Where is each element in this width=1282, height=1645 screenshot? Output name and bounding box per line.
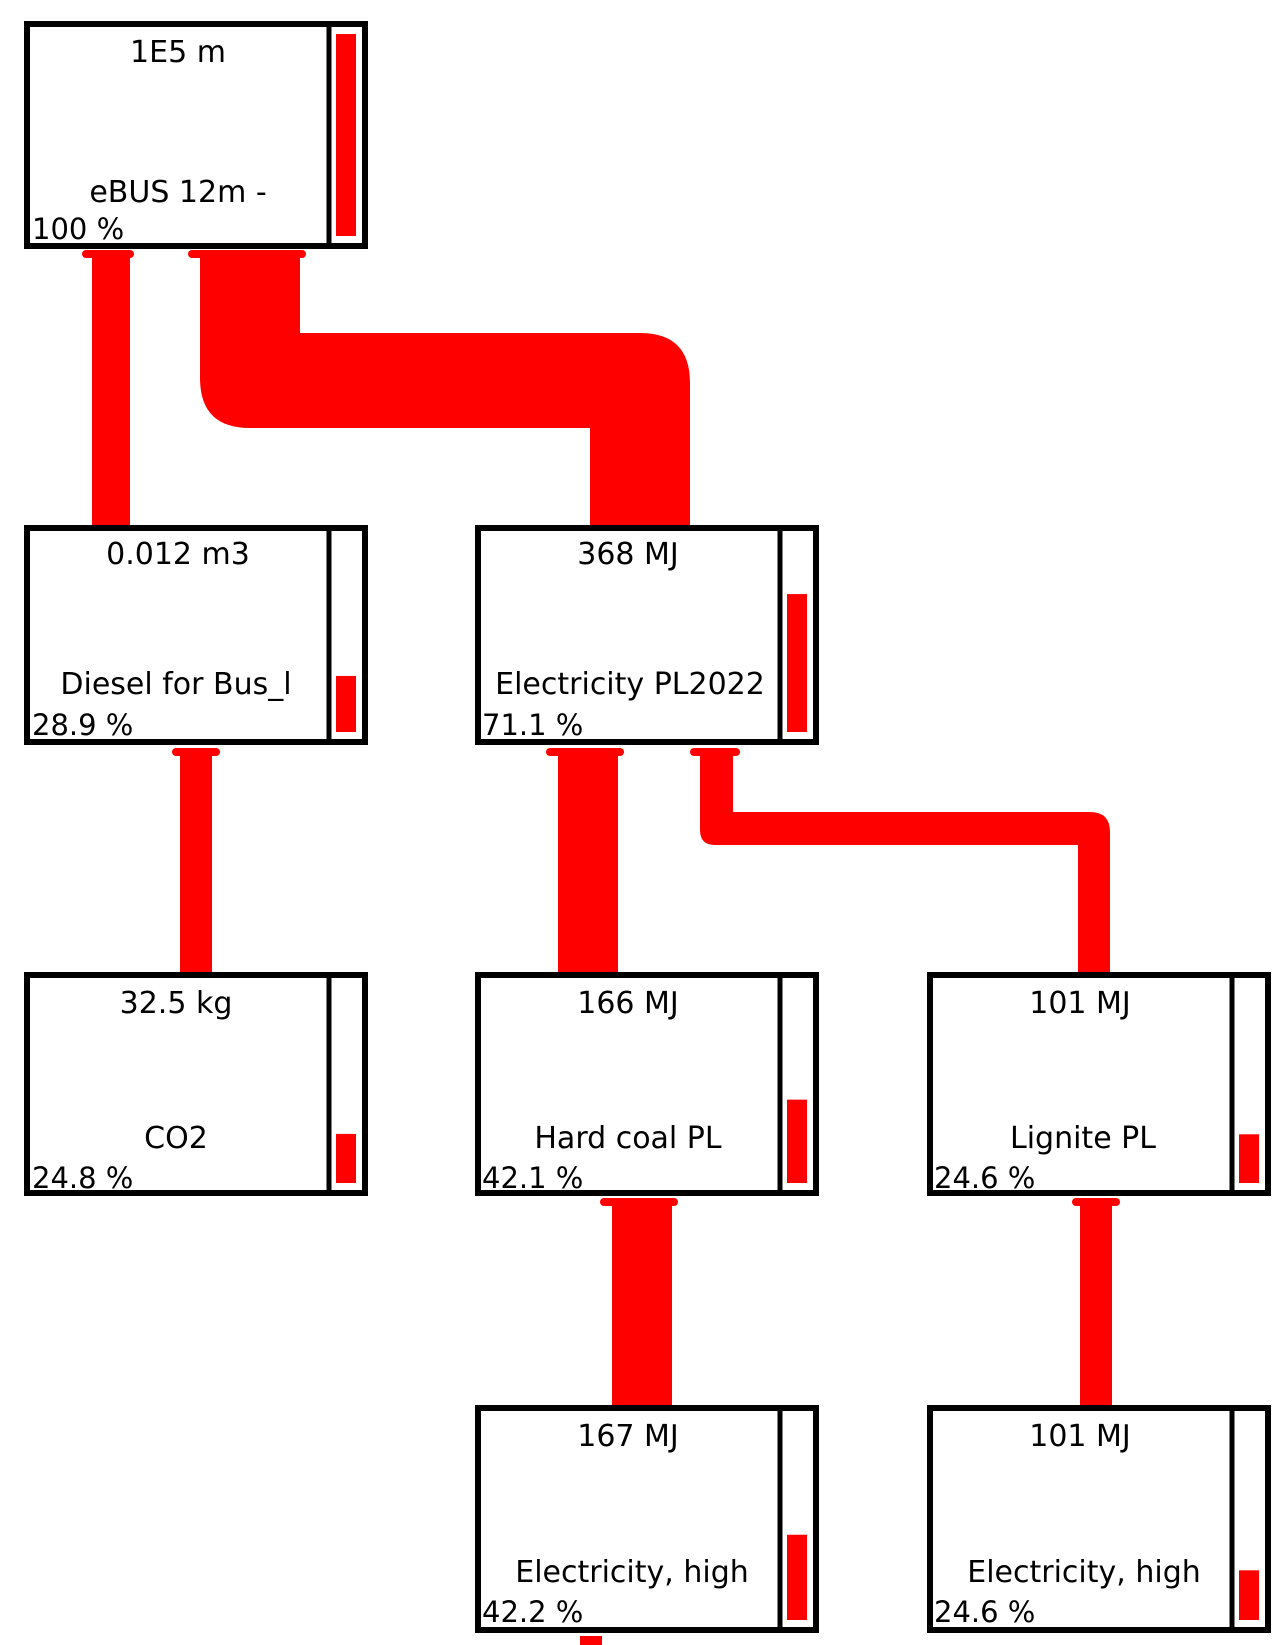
node-amount: 0.012 m3 (106, 537, 250, 572)
node-name: Diesel for Bus_l (60, 667, 291, 702)
node-box (475, 972, 819, 1196)
flow-lignite-to-electricity-cap (690, 748, 740, 756)
flow-lignite-to-electricity (700, 752, 1110, 975)
node-lignite[interactable]: 101 MJ Lignite PL 24.6 % (927, 972, 1271, 1196)
node-name: Hard coal PL (534, 1121, 722, 1156)
node-ebus[interactable]: 1E5 m eBUS 12m - 100 % (24, 21, 368, 249)
node-name: Electricity, high (515, 1555, 749, 1590)
flow-hardcoal-to-electricity-cap (546, 748, 624, 756)
node-amount: 32.5 kg (120, 986, 233, 1021)
share-bar (1239, 1570, 1259, 1620)
nodes: 1E5 m eBUS 12m - 100 % 0.012 m3 Diesel f… (24, 21, 1271, 1633)
share-bar (1239, 1134, 1259, 1183)
node-co2[interactable]: 32.5 kg CO2 24.8 % (24, 972, 368, 1196)
node-electricity-high-2[interactable]: 101 MJ Electricity, high 24.6 % (927, 1405, 1271, 1633)
node-box (24, 21, 368, 249)
node-box (927, 1405, 1271, 1633)
node-box (475, 1405, 819, 1633)
node-amount: 166 MJ (577, 986, 679, 1021)
node-percent: 100 % (32, 212, 124, 246)
flow-below-elec-high-1 (580, 1636, 602, 1645)
share-bar (336, 34, 356, 236)
node-amount: 167 MJ (577, 1419, 679, 1454)
node-percent: 71.1 % (482, 708, 583, 742)
share-bar (787, 594, 807, 732)
node-percent: 42.1 % (482, 1161, 583, 1195)
node-box (927, 972, 1271, 1196)
node-hard-coal[interactable]: 166 MJ Hard coal PL 42.1 % (475, 972, 819, 1196)
node-percent: 24.6 % (934, 1595, 1035, 1629)
flow-diesel-to-ebus (92, 252, 130, 528)
flow-diesel-to-ebus-cap (82, 250, 134, 258)
flow-hardcoal-to-electricity (558, 750, 618, 975)
flow-co2-to-diesel-cap (172, 748, 220, 756)
node-electricity-pl2022[interactable]: 368 MJ Electricity PL2022 71.1 % (475, 525, 819, 745)
flow-elec-high-1-to-hardcoal (612, 1200, 672, 1408)
node-box (475, 525, 819, 745)
node-percent: 24.8 % (32, 1161, 133, 1195)
node-amount: 368 MJ (577, 537, 679, 572)
flows (82, 250, 1120, 1645)
node-amount: 1E5 m (130, 35, 226, 70)
flow-elec-high-1-to-hardcoal-cap (600, 1198, 678, 1206)
node-name: CO2 (144, 1121, 208, 1156)
node-name: eBUS 12m - (89, 175, 266, 210)
node-name: Electricity PL2022 (495, 667, 765, 702)
node-amount: 101 MJ (1029, 986, 1131, 1021)
share-bar (787, 1099, 807, 1183)
flow-elec-high-2-to-lignite (1080, 1200, 1112, 1408)
share-bar (336, 1133, 356, 1183)
share-bar (787, 1534, 807, 1620)
node-electricity-high-1[interactable]: 167 MJ Electricity, high 42.2 % (475, 1405, 819, 1633)
node-amount: 101 MJ (1029, 1419, 1131, 1454)
share-bar (336, 675, 356, 732)
node-percent: 42.2 % (482, 1595, 583, 1629)
node-percent: 24.6 % (934, 1161, 1035, 1195)
flow-electricity-to-ebus-cap (188, 250, 306, 258)
node-name: Electricity, high (967, 1555, 1201, 1590)
node-box (24, 972, 368, 1196)
node-box (24, 525, 368, 745)
node-diesel[interactable]: 0.012 m3 Diesel for Bus_l 28.9 % (24, 525, 368, 745)
node-name: Lignite PL (1010, 1121, 1156, 1156)
node-percent: 28.9 % (32, 708, 133, 742)
flow-electricity-to-ebus (200, 252, 690, 528)
flow-co2-to-diesel (180, 750, 212, 975)
flow-elec-high-2-to-lignite-cap (1072, 1198, 1120, 1206)
